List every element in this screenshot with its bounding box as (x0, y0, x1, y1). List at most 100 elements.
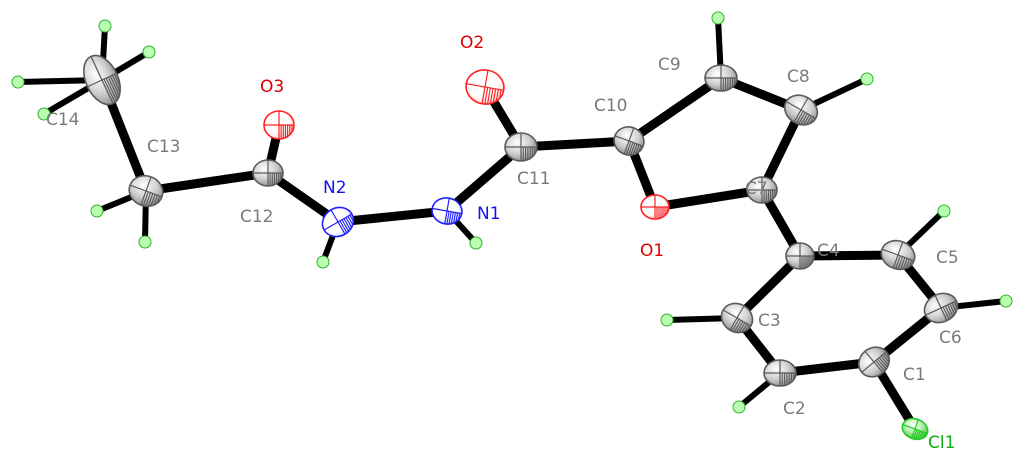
octant-hatch (882, 354, 890, 363)
hydrogen-atom (469, 236, 483, 250)
ellipsoid-axis (911, 419, 919, 439)
octant-hatch (630, 143, 636, 156)
octant-hatch (800, 113, 808, 125)
octant-hatch (448, 211, 452, 225)
atom-c10 (613, 126, 645, 156)
octant-hatch (809, 117, 815, 124)
octant-hatch (798, 112, 806, 125)
octant-hatch (795, 110, 804, 124)
hydrogen-atom (999, 294, 1013, 308)
atom-c1 (857, 346, 891, 378)
atom-label-c6: C6 (939, 328, 962, 348)
octant-hatch (744, 324, 750, 332)
atom-label-c12: C12 (240, 207, 274, 227)
atom-c9 (704, 64, 738, 92)
octant-hatch (625, 141, 632, 155)
hydrogen-atom (37, 107, 51, 121)
octant-hatch (914, 430, 920, 440)
octant-hatch (111, 74, 121, 92)
atom-n1 (431, 197, 463, 225)
octant-hatch (908, 259, 913, 267)
atom-c6 (923, 292, 959, 324)
bond-N2-N1 (333, 206, 452, 227)
hydrogen-atom (138, 235, 152, 249)
bond-C11-C10 (516, 136, 634, 152)
octant-hatch (918, 431, 923, 440)
hydrogen-atom (711, 11, 725, 25)
atom-label-o1: O1 (640, 241, 664, 261)
octant-hatch (446, 211, 450, 225)
octant-hatch (877, 358, 887, 370)
atom-c8 (783, 94, 819, 126)
octant-hatch (902, 258, 908, 270)
atom-label-c7: C7 (745, 179, 768, 199)
atom-c3 (720, 302, 754, 334)
ellipsoid-axis (330, 209, 346, 235)
hydrogen-atom (11, 75, 25, 89)
bond-C8-C7 (757, 105, 806, 195)
octant-hatch (105, 77, 118, 101)
bond-N1-C11 (442, 142, 526, 216)
hydrogen-atom (316, 255, 330, 269)
atom-c12 (252, 159, 284, 187)
ellipsoid-axis (90, 56, 114, 104)
octant-hatch (349, 214, 354, 222)
atom-layer (11, 11, 1013, 441)
octant-hatch (803, 114, 810, 126)
octant-hatch (635, 144, 640, 155)
atom-label-o2: O2 (460, 33, 484, 53)
octant-hatch (638, 145, 642, 153)
ellipsoid-axis (140, 176, 152, 206)
ellipsoid-axis (864, 350, 884, 374)
ellipsoid-axis (481, 70, 489, 104)
atom-label-c5: C5 (936, 248, 959, 268)
octant-hatch (345, 217, 353, 228)
atom-label-c11: C11 (517, 169, 551, 189)
octant-hatch (457, 213, 461, 220)
atom-c13 (128, 174, 164, 208)
hydrogen-atom (90, 204, 104, 218)
octant-hatch (495, 89, 499, 102)
octant-hatch (341, 219, 350, 232)
octant-hatch (347, 216, 354, 226)
octant-hatch (733, 320, 742, 333)
atom-c14 (83, 54, 121, 106)
octant-hatch (895, 255, 901, 270)
hydrogen-atom (860, 72, 874, 86)
octant-hatch (731, 318, 740, 332)
octant-hatch (492, 88, 497, 103)
hydrogen-atom (98, 19, 112, 33)
atom-label-c9: C9 (658, 55, 681, 75)
octant-hatch (453, 212, 456, 224)
octant-hatch (450, 212, 454, 224)
atom-o3 (263, 110, 295, 140)
atom-label-c1: C1 (903, 365, 926, 385)
octant-hatch (145, 192, 152, 207)
octant-hatch (627, 142, 634, 156)
bond-C10-C9 (624, 73, 726, 146)
octant-hatch (107, 76, 119, 99)
octant-hatch (153, 194, 158, 206)
octant-hatch (339, 220, 348, 234)
octant-hatch (951, 302, 957, 312)
atom-label-n1: N1 (477, 204, 501, 224)
atom-label-c10: C10 (594, 96, 628, 116)
bond-C7-O1 (650, 185, 767, 212)
octant-hatch (156, 195, 161, 204)
octant-hatch (150, 194, 156, 207)
atom-label-c8: C8 (787, 67, 810, 87)
atom-c2 (763, 359, 797, 387)
atom-label-c2: C2 (783, 399, 806, 419)
octant-hatch (109, 75, 120, 96)
octant-hatch (142, 191, 149, 206)
ellipsoid-axis (793, 97, 809, 123)
octant-hatch (498, 89, 502, 99)
ellipsoid-axis (623, 127, 635, 155)
octant-hatch (489, 88, 494, 104)
octant-hatch (880, 355, 889, 366)
atom-o2 (465, 69, 505, 105)
octant-hatch (736, 321, 744, 333)
